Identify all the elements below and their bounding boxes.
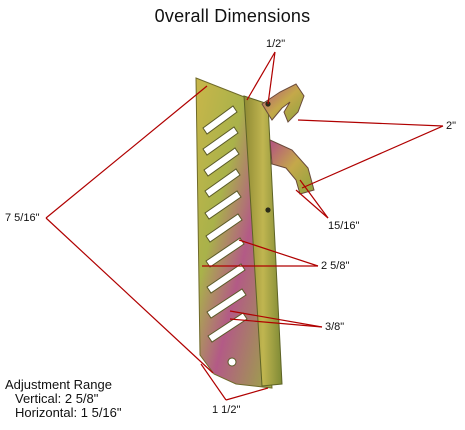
dimension-label-fifteen-sixteenths: 15/16" xyxy=(328,220,360,232)
leader-one-and-half-b xyxy=(225,387,269,401)
diagram-title: 0verall Dimensions xyxy=(154,6,311,26)
leader-lines xyxy=(45,51,444,401)
adjustment-range-vertical: Vertical: 2 5/8" xyxy=(15,391,99,406)
dimension-label-half-inch: 1/2" xyxy=(266,38,286,50)
leader-half-inch-b xyxy=(267,51,276,105)
bracket-hole-bottom xyxy=(227,357,237,367)
leader-fifteen-sixteenths-b xyxy=(295,189,329,219)
dimension-label-three-eighths: 3/8" xyxy=(325,321,345,333)
adjustment-range-block: Adjustment Range Vertical: 2 5/8" Horizo… xyxy=(5,378,122,420)
leader-seven-five-sixteenths-a xyxy=(45,85,208,219)
leader-one-and-half-a xyxy=(200,363,227,401)
leader-two-inch-b xyxy=(301,125,444,189)
dimension-label-one-and-half: 1 1/2" xyxy=(212,404,241,416)
leader-fifteen-sixteenths-a xyxy=(299,179,329,219)
bracket xyxy=(195,77,315,389)
dimension-label-seven-five-sixteenths: 7 5/16" xyxy=(5,212,40,224)
adjustment-range-heading: Adjustment Range xyxy=(5,377,112,392)
leader-two-inch-a xyxy=(297,119,444,127)
bracket-slots xyxy=(202,105,248,343)
leader-two-five-eighths-a xyxy=(238,239,319,267)
dimension-label-two-inch: 2" xyxy=(446,120,457,132)
leader-half-inch-a xyxy=(246,51,276,101)
leader-seven-five-sixteenths-b xyxy=(45,217,214,374)
adjustment-range-horizontal: Horizontal: 1 5/16" xyxy=(15,405,122,420)
leader-three-eighths-b xyxy=(229,318,323,328)
bracket-top-hook xyxy=(261,83,305,123)
leader-three-eighths-a xyxy=(229,310,323,328)
bracket-side-flange xyxy=(243,95,283,387)
bracket-hole-middle xyxy=(265,207,271,213)
dimension-label-two-five-eighths: 2 5/8" xyxy=(321,260,350,272)
